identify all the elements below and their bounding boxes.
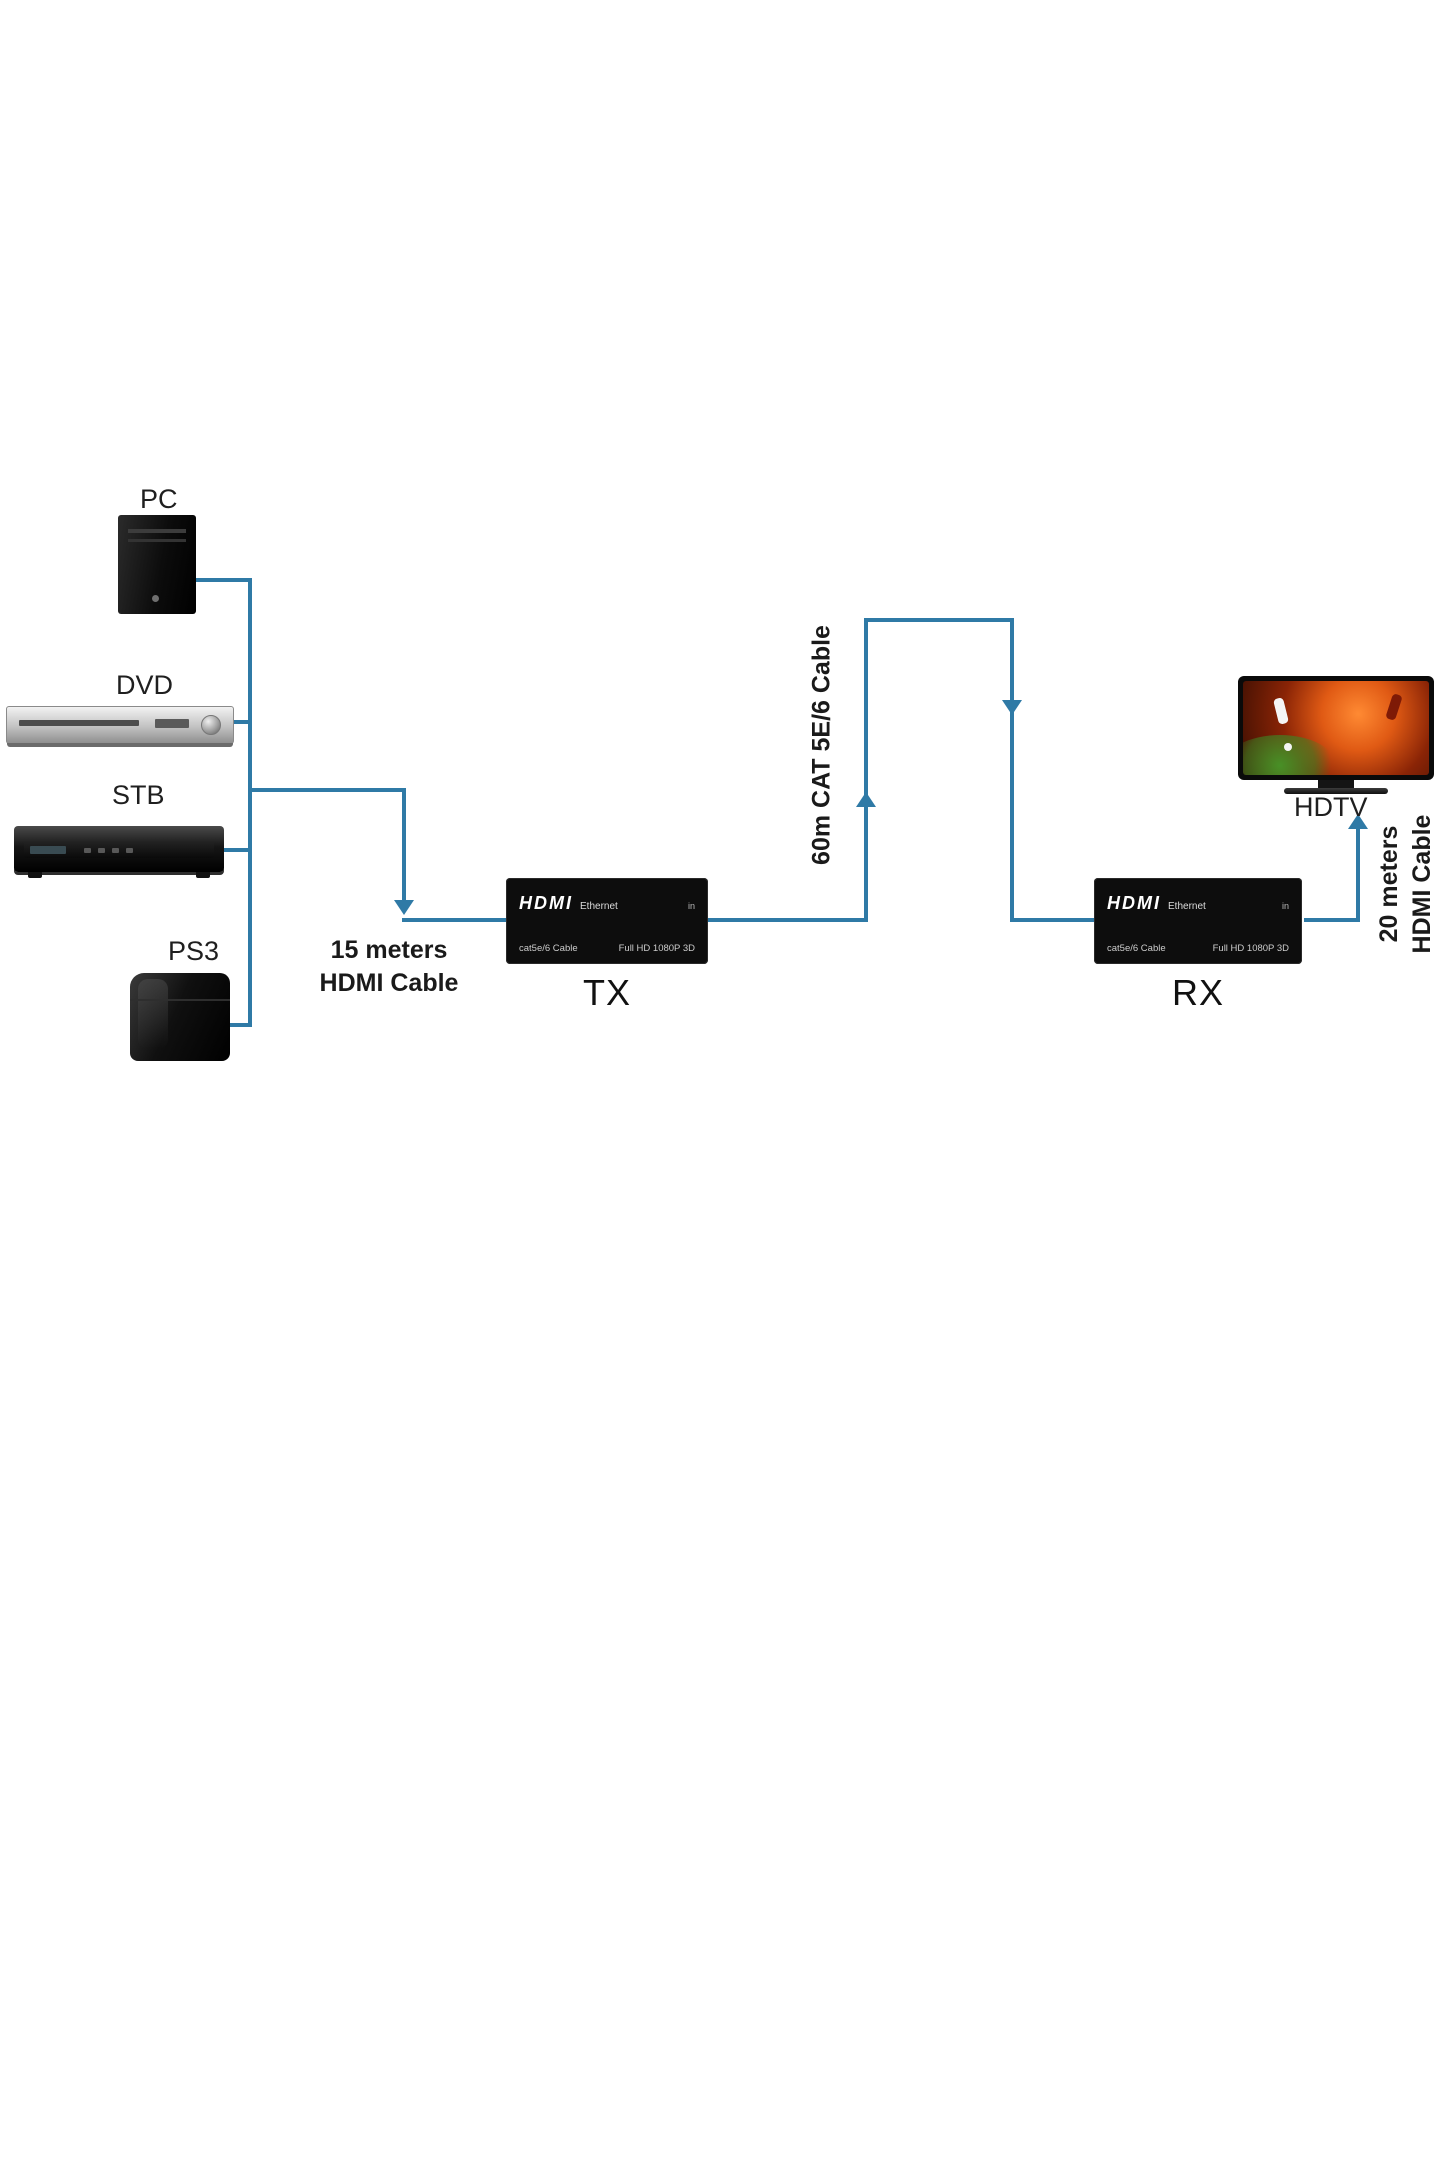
rx-spec-left: cat5e/6 Cable xyxy=(1107,943,1166,954)
wire-rx-out xyxy=(1304,918,1360,922)
dvd-label: DVD xyxy=(116,670,174,700)
stb-foot xyxy=(28,872,42,878)
hdmi-in-cable-line2: HDMI Cable xyxy=(319,969,459,997)
rx-label: RX xyxy=(1171,972,1224,1013)
wire-pc-to-bus xyxy=(196,578,252,582)
hdtv-player-figure xyxy=(1273,697,1290,725)
hdtv-ball xyxy=(1283,742,1292,751)
hdmi-out-cable-line1: 20 meters xyxy=(1375,825,1403,943)
hdmi-out-cable-line2: HDMI Cable xyxy=(1408,814,1436,954)
cat-cable-label: 60m CAT 5E/6 Cable xyxy=(807,625,836,865)
tx-unit-top: HDMI Ethernet in xyxy=(506,878,708,914)
tx-port-label: in xyxy=(687,901,695,911)
rx-unit-top: HDMI Ethernet in xyxy=(1094,878,1302,914)
wire-into-rx xyxy=(1010,918,1098,922)
hdtv-screen xyxy=(1243,681,1429,775)
hdtv-neck xyxy=(1318,780,1354,788)
stb-display xyxy=(30,846,66,854)
arrow-up-icon xyxy=(856,792,876,807)
stb-button xyxy=(98,848,105,853)
hdtv-pitch xyxy=(1243,734,1336,775)
pc-power-button xyxy=(152,595,159,602)
rx-unit: HDMI Ethernet in cat5e/6 Cable Full HD 1… xyxy=(1094,878,1302,964)
tx-spec-row: cat5e/6 Cable Full HD 1080P 3D xyxy=(519,943,695,954)
stb-button xyxy=(126,848,133,853)
wire-source-bus xyxy=(248,578,252,1027)
stb-front-panel xyxy=(24,842,214,858)
wire-ps3-to-bus xyxy=(230,1023,252,1027)
hdtv-image xyxy=(1238,676,1434,780)
wire-into-tx xyxy=(402,918,510,922)
tx-spec-left: cat5e/6 Cable xyxy=(519,943,578,954)
dvd-image xyxy=(6,706,234,747)
dvd-knob xyxy=(201,715,221,735)
ps3-label: PS3 xyxy=(168,936,220,966)
ps3-image xyxy=(130,973,230,1061)
hdtv-stand xyxy=(1284,788,1388,794)
stb-button xyxy=(84,848,91,853)
hdmi-logo: HDMI xyxy=(519,893,573,913)
wire-bus-branch xyxy=(248,788,406,792)
tx-spec-right: Full HD 1080P 3D xyxy=(618,943,695,954)
pc-drive-slot-2 xyxy=(128,539,186,542)
wire-dvd-to-bus xyxy=(234,720,252,724)
wire-cat-up xyxy=(864,618,868,922)
wire-to-tv xyxy=(1356,828,1360,922)
hdtv-label: HDTV xyxy=(1294,792,1368,822)
wire-tx-out xyxy=(708,918,868,922)
stb-foot xyxy=(196,872,210,878)
ps3-gloss xyxy=(138,979,168,1049)
wire-branch-down xyxy=(402,788,406,902)
dvd-display xyxy=(155,719,189,728)
dvd-base xyxy=(7,743,233,747)
arrow-down-icon xyxy=(1002,700,1022,715)
wire-cat-down xyxy=(1010,618,1014,922)
hdtv-player-figure xyxy=(1385,693,1404,722)
ps3-seam xyxy=(130,999,230,1001)
ethernet-text: Ethernet xyxy=(1168,901,1206,912)
arrow-down-icon xyxy=(394,900,414,915)
hdmi-out-cable-label: 20 meters HDMI Cable xyxy=(1373,815,1439,954)
hdmi-logo: HDMI xyxy=(1107,893,1161,913)
pc-label: PC xyxy=(140,484,178,514)
wire-stb-to-bus xyxy=(224,848,252,852)
pc-drive-slot xyxy=(128,529,186,533)
arrow-up-icon xyxy=(1348,814,1368,829)
tx-unit: HDMI Ethernet in cat5e/6 Cable Full HD 1… xyxy=(506,878,708,964)
rx-spec-right: Full HD 1080P 3D xyxy=(1212,943,1289,954)
pc-image xyxy=(118,515,196,614)
rx-port-label: in xyxy=(1281,901,1289,911)
stb-button xyxy=(112,848,119,853)
stb-image xyxy=(14,826,224,878)
stb-label: STB xyxy=(112,780,165,810)
hdmi-in-cable-label: 15 meters HDMI Cable xyxy=(296,934,482,1000)
rx-spec-row: cat5e/6 Cable Full HD 1080P 3D xyxy=(1107,943,1289,954)
wire-cat-top xyxy=(864,618,1014,622)
tx-label: TX xyxy=(582,972,631,1013)
dvd-tray xyxy=(19,720,139,726)
hdmi-in-cable-line1: 15 meters xyxy=(330,936,448,964)
ethernet-text: Ethernet xyxy=(580,901,618,912)
